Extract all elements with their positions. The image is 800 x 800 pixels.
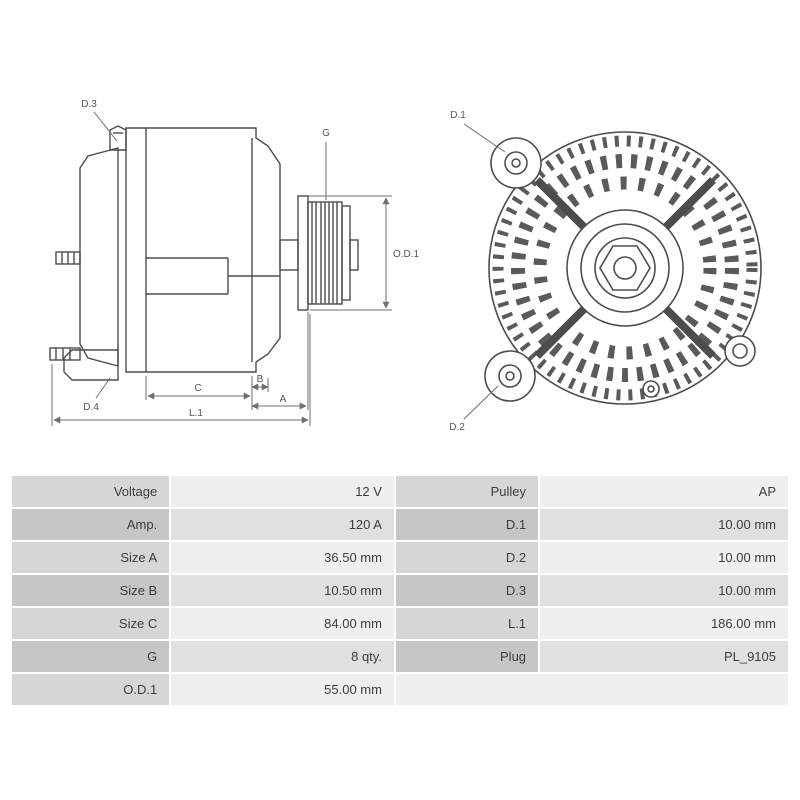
dim-label-d4: D.4 — [83, 402, 99, 413]
spec-label-size-b: Size B — [12, 575, 170, 606]
spec-value-plug: PL_9105 — [540, 641, 788, 672]
shaft — [279, 239, 299, 271]
spec-value-size-c: 84.00 mm — [171, 608, 394, 639]
dim-label-a: A — [280, 394, 287, 405]
dim-label-d2: D.2 — [449, 422, 465, 433]
spec-value-size-a: 36.50 mm — [171, 542, 394, 573]
mounting-bolt-icon — [49, 347, 81, 361]
spec-label-g: G — [12, 641, 170, 672]
spec-table: Voltage 12 V Pulley AP Amp. 120 A D.1 10… — [10, 474, 790, 707]
front-view-dimensions — [463, 123, 506, 420]
spec-empty-cell — [395, 674, 788, 705]
mounting-ear-bottom — [484, 350, 536, 402]
top-mounting-ear — [109, 125, 127, 151]
mounting-lug-right — [724, 335, 756, 367]
spec-label-od1: O.D.1 — [12, 674, 170, 705]
spec-label-plug: Plug — [395, 641, 539, 672]
cooling-fins — [492, 135, 758, 401]
spec-label-d2: D.2 — [395, 542, 539, 573]
spec-label-size-c: Size C — [12, 608, 170, 639]
spec-label-l1: L.1 — [395, 608, 539, 639]
dim-label-c: C — [194, 383, 201, 394]
table-row: Size A 36.50 mm D.2 10.00 mm — [12, 542, 788, 573]
alternator-technical-drawing: D.3 D.4 G O.D.1 C B A L.1 — [49, 99, 762, 433]
spec-value-voltage: 12 V — [171, 476, 394, 507]
spec-value-d1: 10.00 mm — [540, 509, 788, 540]
dim-label-l1: L.1 — [189, 408, 203, 419]
lower-mounting-lug — [63, 349, 119, 381]
mounting-ear-top — [490, 137, 542, 189]
spec-value-amp: 120 A — [171, 509, 394, 540]
dim-label-g: G — [322, 128, 330, 139]
side-view-dimensions — [51, 111, 392, 426]
alternator-side-view — [49, 125, 359, 381]
dim-label-d3: D.3 — [81, 99, 97, 110]
front-view-labels: D.1 D.2 — [449, 110, 466, 433]
alternator-front-view — [484, 131, 762, 405]
table-row: O.D.1 55.00 mm — [12, 674, 788, 705]
diagram-area: D.3 D.4 G O.D.1 C B A L.1 — [49, 99, 762, 433]
vent-slots-inner — [533, 176, 717, 360]
spec-label-amp: Amp. — [12, 509, 170, 540]
spec-label-size-a: Size A — [12, 542, 170, 573]
dim-label-d1: D.1 — [450, 110, 466, 121]
table-row: Size B 10.50 mm D.3 10.00 mm — [12, 575, 788, 606]
spec-value-size-b: 10.50 mm — [171, 575, 394, 606]
rear-housing — [79, 147, 119, 367]
vent-slots-outer — [511, 154, 739, 382]
bolt-hole-bottom-right — [642, 380, 660, 398]
spec-value-g: 8 qty. — [171, 641, 394, 672]
spec-value-d2: 10.00 mm — [540, 542, 788, 573]
table-row: Size C 84.00 mm L.1 186.00 mm — [12, 608, 788, 639]
table-row: G 8 qty. Plug PL_9105 — [12, 641, 788, 672]
dim-label-b: B — [257, 374, 264, 385]
table-row: Amp. 120 A D.1 10.00 mm — [12, 509, 788, 540]
spec-value-pulley: AP — [540, 476, 788, 507]
terminal-bolt-icon — [55, 251, 81, 265]
spec-label-pulley: Pulley — [395, 476, 539, 507]
spec-label-voltage: Voltage — [12, 476, 170, 507]
spec-label-d3: D.3 — [395, 575, 539, 606]
side-view-labels: D.3 D.4 G O.D.1 C B A L.1 — [81, 99, 419, 419]
spec-value-l1: 186.00 mm — [540, 608, 788, 639]
pulley — [297, 195, 359, 311]
spec-value-od1: 55.00 mm — [171, 674, 394, 705]
spec-value-d3: 10.00 mm — [540, 575, 788, 606]
dim-label-od1: O.D.1 — [393, 249, 420, 260]
alternator-body — [125, 127, 281, 373]
spec-label-d1: D.1 — [395, 509, 539, 540]
table-row: Voltage 12 V Pulley AP — [12, 476, 788, 507]
